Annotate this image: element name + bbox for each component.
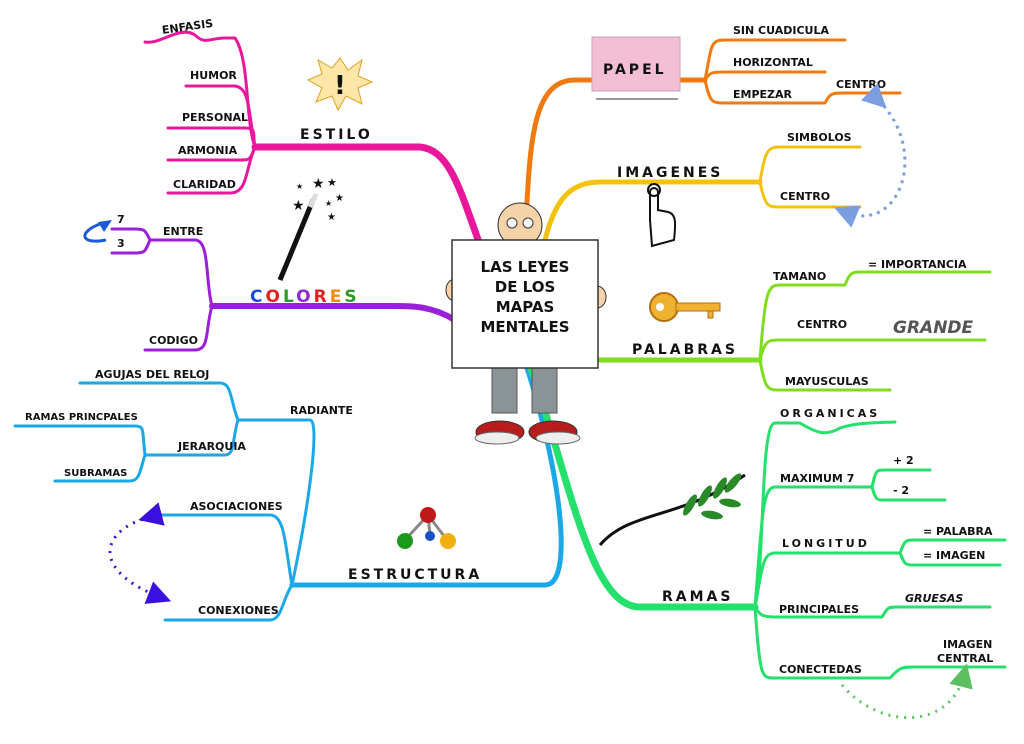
branch-palabras: [595, 270, 992, 392]
palabras-mayusculas: MAYUSCULAS: [785, 375, 869, 388]
imagenes-centro: CENTRO: [780, 190, 830, 203]
ramas-plus-two: + 2: [893, 454, 914, 467]
estilo-item-claridad: CLARIDAD: [173, 178, 236, 191]
estructura-asociaciones: ASOCIACIONES: [190, 500, 283, 513]
branch-estilo: [143, 30, 484, 249]
svg-text:★: ★: [296, 182, 303, 191]
ramas-label: RAMAS: [662, 589, 733, 605]
colores-seven: 7: [117, 213, 125, 226]
estilo-item-armonia: ARMONIA: [178, 144, 238, 157]
colores-codigo: CODIGO: [149, 334, 198, 347]
ramas-organicas: ORGANICAS: [780, 407, 880, 420]
branch-ramas: [526, 361, 1007, 680]
svg-text:★: ★: [327, 212, 336, 223]
palabras-grande: GRANDE: [893, 318, 974, 338]
center-line-3: MAPAS: [496, 298, 555, 316]
estructura-conexiones: CONEXIONES: [198, 604, 279, 617]
svg-text:★: ★: [292, 198, 305, 214]
magic-wand-icon: ★ ★ ★ ★ ★ ★ ★: [277, 176, 344, 281]
branch-estructura: [13, 365, 564, 622]
estructura-agujas: AGUJAS DEL RELOJ: [95, 368, 209, 381]
estructura-radiante: RADIANTE: [290, 404, 353, 417]
imagenes-simbolos: SIMBOLOS: [787, 131, 852, 144]
ramas-longitud: LONGITUD: [782, 537, 870, 550]
imagenes-label: IMAGENES: [617, 165, 723, 181]
ramas-conectedas: CONECTEDAS: [779, 663, 862, 676]
papel-horizontal: HORIZONTAL: [733, 56, 813, 69]
center-line-4: MENTALES: [480, 318, 569, 336]
ramas-maximum: MAXIMUM 7: [780, 472, 854, 485]
estructura-jerarquia: JERARQUIA: [177, 440, 246, 453]
paper-sheet-icon: [591, 36, 681, 92]
ramas-imagen-central-2: CENTRAL: [937, 652, 993, 665]
estructura-label: ESTRUCTURA: [348, 567, 482, 583]
branch-imagenes: [542, 145, 862, 243]
estilo-item-humor: HUMOR: [190, 69, 237, 82]
key-icon: [649, 292, 721, 322]
exclamation-burst-icon: !: [306, 57, 374, 112]
ramas-principales: PRINCIPALES: [779, 603, 859, 616]
svg-text:!: !: [334, 71, 346, 101]
branch-colores: [110, 227, 458, 352]
leaf-branch-icon: [598, 473, 746, 546]
arrowhead: [98, 220, 112, 232]
svg-text:★: ★: [325, 199, 332, 208]
papel-label: PAPEL: [603, 62, 667, 78]
palabras-importancia: = IMPORTANCIA: [868, 258, 967, 271]
svg-text:★: ★: [335, 193, 344, 204]
svg-text:★: ★: [327, 176, 337, 189]
dotted-arrow: [833, 83, 907, 228]
center-line-1: LAS LEYES: [481, 258, 570, 276]
papel-sin-cuadicula: SIN CUADICULA: [733, 24, 829, 37]
palabras-tamano: TAMANO: [773, 270, 826, 283]
colores-label: COLORES: [250, 287, 360, 307]
dotted-arrow: [108, 502, 172, 604]
colores-three: 3: [117, 237, 125, 250]
ramas-palabra: = PALABRA: [923, 525, 993, 538]
papel-empezar: EMPEZAR: [733, 88, 793, 101]
estructura-subramas: SUBRAMAS: [64, 468, 127, 479]
estilo-label: ESTILO: [300, 127, 373, 143]
ramas-imagen: = IMAGEN: [923, 549, 985, 562]
palabras-label: PALABRAS: [632, 342, 738, 358]
pointing-hand-icon: [647, 183, 677, 248]
colores-entre: ENTRE: [163, 225, 203, 238]
papel-centro: CENTRO: [836, 78, 886, 91]
estilo-item-personal: PERSONAL: [182, 111, 248, 124]
dotted-arrow: [840, 663, 973, 719]
curved-arrow-icon: [83, 222, 107, 243]
ramas-gruesas: GRUESAS: [905, 592, 963, 605]
estructura-ramas-principales: RAMAS PRINCPALES: [25, 412, 138, 423]
ramas-minus-two: - 2: [893, 484, 909, 497]
ramas-imagen-central-1: IMAGEN: [943, 638, 992, 651]
molecule-icon: [397, 507, 456, 549]
central-topic-card: [451, 239, 599, 369]
center-line-2: DE LOS: [495, 278, 556, 296]
svg-text:★: ★: [312, 176, 325, 192]
estilo-item-enfasis: ENFASIS: [161, 17, 214, 37]
palabras-centro: CENTRO: [797, 318, 847, 331]
